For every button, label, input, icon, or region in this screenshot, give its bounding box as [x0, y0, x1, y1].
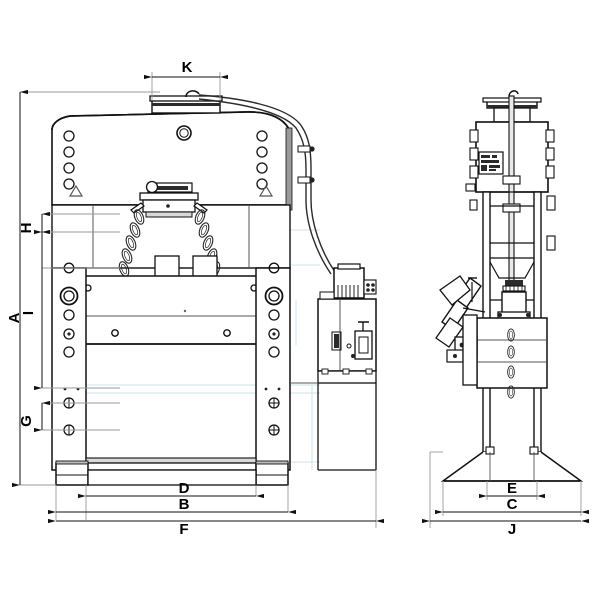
dimension-label-E: E: [507, 480, 517, 497]
winch-beam: [55, 275, 287, 345]
nameplate: [478, 151, 504, 175]
column-dot-marks: [63, 332, 281, 391]
warning-triangle-right-icon: [258, 184, 274, 197]
base-cross-panel: [87, 469, 257, 486]
bearing-boss-right: [264, 286, 284, 306]
bearing-boss-left: [59, 286, 79, 306]
dimension-label-D: D: [179, 480, 190, 497]
dimension-label-J: J: [508, 521, 516, 538]
lifting-eye-icon: [185, 90, 200, 98]
dimension-label-A: A: [6, 312, 23, 323]
table-blocks: [154, 255, 218, 279]
warning-triangle-left-icon: [68, 184, 84, 197]
side-view-dimensions: E C J: [422, 451, 589, 538]
side-brackets: [465, 183, 556, 251]
motor: [319, 263, 377, 300]
side-table-beam: [476, 317, 548, 389]
dimension-label-C: C: [507, 496, 518, 513]
pump-unit: [435, 275, 486, 386]
crown-bolt-holes-right: [256, 130, 268, 190]
hose-clamps: [297, 145, 315, 184]
power-pack-riser: [290, 382, 377, 471]
extension-lines-front: [20, 72, 377, 528]
crown-bolt-holes-left: [63, 130, 75, 190]
hose: [198, 94, 336, 275]
front-view: [51, 90, 377, 486]
press-bed: [85, 457, 257, 471]
front-view-dimensions: A H I G K D B F: [6, 59, 384, 538]
dimension-label-K: K: [182, 59, 193, 76]
side-ram: [489, 261, 535, 319]
control-valve: [351, 321, 373, 360]
ram: [139, 180, 199, 218]
side-lifting-eye-icon: [508, 90, 519, 98]
dimension-label-B: B: [179, 496, 190, 513]
side-view: [435, 90, 584, 482]
base-foot: [440, 446, 584, 482]
dimension-label-I: I: [20, 311, 37, 315]
dimension-label-F: F: [179, 521, 188, 538]
cylinder-cap: [149, 95, 223, 114]
base-foot-left: [55, 460, 89, 486]
crown-center-port: [176, 125, 192, 141]
dimension-label-G: G: [18, 415, 35, 427]
dimension-label-H: H: [18, 223, 35, 234]
base-foot-right: [255, 460, 289, 486]
